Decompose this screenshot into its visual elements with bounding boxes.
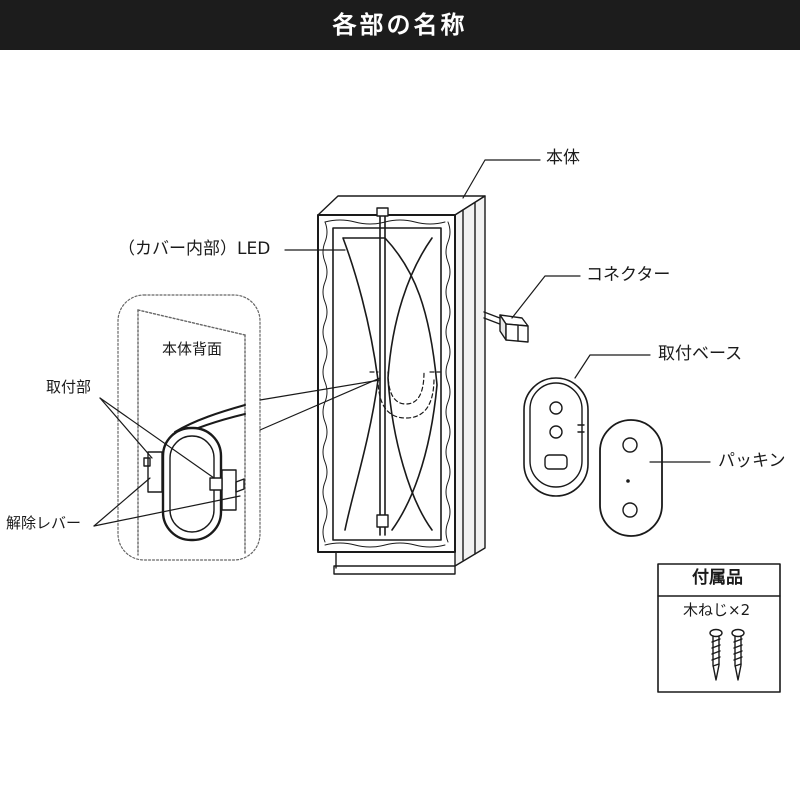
accessories-title: 付属品 bbox=[692, 568, 743, 588]
label-mounting-base: 取付ベース bbox=[658, 344, 743, 364]
connector bbox=[483, 311, 529, 343]
wood-screw-icon bbox=[731, 628, 745, 681]
label-packing: パッキン bbox=[718, 451, 786, 471]
label-body-back: 本体背面 bbox=[162, 340, 223, 358]
label-connector: コネクター bbox=[586, 265, 671, 285]
leader-lines bbox=[93, 159, 711, 527]
mounting-base bbox=[523, 377, 589, 497]
label-mounting-part: 取付部 bbox=[46, 378, 92, 396]
accessories-item: 木ねじ×2 bbox=[683, 601, 751, 619]
main-body-unit bbox=[317, 195, 486, 575]
accessories-box bbox=[657, 563, 781, 693]
page-title: 各部の名称 bbox=[332, 11, 468, 39]
header-bar bbox=[0, 0, 800, 50]
label-release-lever: 解除レバー bbox=[6, 514, 82, 532]
label-body: 本体 bbox=[546, 148, 580, 168]
body-back-inset bbox=[117, 294, 261, 561]
label-led: （カバー内部）LED bbox=[118, 239, 271, 259]
wood-screw-icon bbox=[709, 628, 723, 681]
packing-gasket bbox=[599, 419, 663, 537]
